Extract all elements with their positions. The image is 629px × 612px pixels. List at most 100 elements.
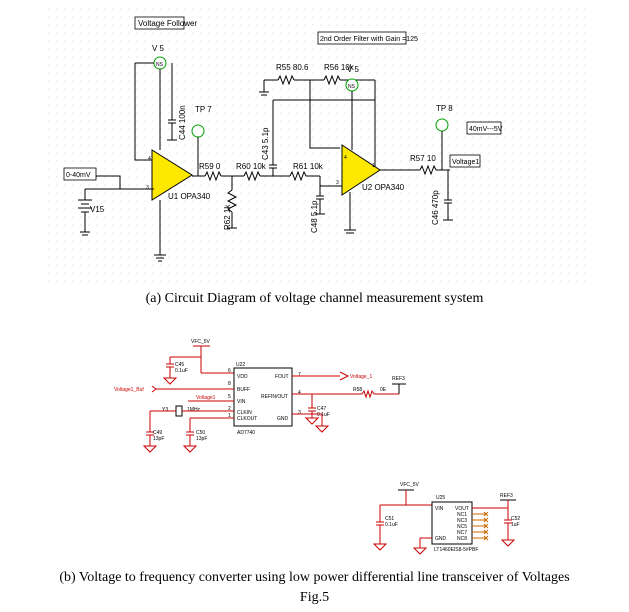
u2-opamp <box>341 144 381 196</box>
pin-num-5: 5 <box>228 394 231 400</box>
v15-label: V15 <box>90 205 105 214</box>
pin-num-3: 3 <box>298 410 301 416</box>
c52-value: 1uF <box>511 522 520 528</box>
ref3-label-a: REF3 <box>392 376 405 382</box>
r55-label: R55 80.6 <box>276 63 309 72</box>
c50-label: C50 <box>196 430 205 436</box>
grid-background <box>47 8 587 286</box>
pin-nc7: NC7 <box>457 530 467 536</box>
c44-label: C44 100n <box>178 105 187 140</box>
voltage1-out-label: Voltage_1 <box>350 374 372 380</box>
crystal-icon <box>175 405 183 417</box>
y3-value: 1MHz <box>187 407 201 413</box>
pin-nc8: NC8 <box>457 536 467 542</box>
c51-label: C51 <box>385 516 394 522</box>
u22-chip <box>233 367 293 427</box>
caption-a: (a) Circuit Diagram of voltage channel m… <box>145 291 484 306</box>
u1-opamp <box>151 149 193 201</box>
voltage1-buf-label: Voltage1_Buf <box>114 387 144 393</box>
circuit-a: Voltage Follower 2nd Order Filter with G… <box>47 8 587 286</box>
ref3-label-b: REF3 <box>500 493 513 499</box>
pin-num-7: 7 <box>298 372 301 378</box>
pin-fout: FOUT <box>275 374 289 380</box>
voltage1-in-label: Voltage1 <box>196 395 216 401</box>
caption-b: (b) Voltage to frequency converter using… <box>59 570 570 585</box>
c45-label: C45 <box>175 362 184 368</box>
voltage-follower-label: Voltage Follower <box>138 19 197 28</box>
c49-label: C49 <box>153 430 162 436</box>
pin-vout: VOUT <box>455 506 469 512</box>
c49-value: 13pF <box>153 436 164 442</box>
u2-label: U2 OPA340 <box>362 183 405 192</box>
v5-label-b: V 5 <box>347 65 360 74</box>
r59-label: R59 0 <box>199 162 221 171</box>
nc-markers <box>472 511 489 541</box>
ground-icon-c47 <box>304 417 320 425</box>
c51-value: 0.1uF <box>385 522 398 528</box>
ground-icon-u25 <box>412 547 428 555</box>
ground-icon-c52 <box>500 539 516 547</box>
ns-label-b: NS <box>348 84 356 90</box>
pin-num-1: 1 <box>228 413 231 419</box>
pin-nc5: NC5 <box>457 524 467 530</box>
c47-label: C47 <box>317 406 326 412</box>
pin-gnd-b: GND <box>435 536 447 542</box>
v5-label-a: V 5 <box>152 44 165 53</box>
input-range-label: 0-40mV <box>66 172 91 179</box>
pin-num-4: 4 <box>298 390 301 396</box>
pin-vin-b: VIN <box>435 506 444 512</box>
pin-num-6: 6 <box>228 368 231 374</box>
tp8-icon <box>435 118 449 132</box>
r58-value: 0E <box>380 387 387 393</box>
filter-title-label: 2nd Order Filter with Gain =125 <box>320 36 418 43</box>
c43-label: C43 5.1p <box>261 127 270 160</box>
vfc5v-label-b: VFC_5V <box>400 482 420 488</box>
ground-icon-u22 <box>314 425 330 433</box>
tp7-icon <box>191 124 205 138</box>
u1-pin3: 3 <box>146 185 149 191</box>
u2-pin4: 4 <box>344 155 347 161</box>
r61-label: R61 10k <box>293 162 324 171</box>
pin-gnd: GND <box>277 416 289 422</box>
pin-buff: BUFF <box>237 387 250 393</box>
vfc5v-label-a: VFC_5V <box>191 339 211 345</box>
ground-icon-c49 <box>142 445 158 453</box>
u22-label: U22 <box>236 362 245 368</box>
u1-pin4: 4 <box>148 156 151 162</box>
c52-label: C52 <box>511 516 520 522</box>
lt1460-label: LT1460EIS8-5#PBF <box>434 547 478 553</box>
u1-label: U1 OPA340 <box>168 192 211 201</box>
tp8-label: TP 8 <box>436 104 453 113</box>
tp7-label: TP 7 <box>195 105 212 114</box>
r58-label: R58 <box>353 387 362 393</box>
pin-vin: VIN <box>237 399 246 405</box>
ground-icon-c45 <box>162 377 178 385</box>
r56-label: R56 10k <box>324 63 355 72</box>
pin-vdd: VDD <box>237 374 248 380</box>
c46-label: C46 470p <box>431 190 440 225</box>
ad7740-label: AD7740 <box>237 430 255 436</box>
r58-resistor <box>361 389 375 399</box>
r62-label: R62 1k <box>223 204 232 230</box>
pin-nc3: NC3 <box>457 518 467 524</box>
filter-title-box <box>317 31 407 45</box>
ground-icon-c51 <box>372 543 388 551</box>
y3-label: Y3 <box>162 407 168 413</box>
r60-label: R60 10k <box>236 162 267 171</box>
u25-label: U25 <box>436 495 445 501</box>
c50-value: 13pF <box>196 436 207 442</box>
c48-label: C48 5.1p <box>310 200 319 233</box>
voltage1-out-arrow <box>339 371 350 381</box>
c47-value: 0.1uF <box>317 412 330 418</box>
pin-num-8: 8 <box>228 381 231 387</box>
u2-pin1: 1 <box>372 163 375 169</box>
ground-icon-c50 <box>182 445 198 453</box>
r57-label: R57 10 <box>410 154 436 163</box>
pin-clkin: CLKIN <box>237 410 252 416</box>
u2-pin3: 3 <box>336 180 339 186</box>
voltage1-label: Voltage1 <box>452 159 479 166</box>
u25-chip <box>431 501 473 545</box>
pin-clkout: CLKOUT <box>237 416 257 422</box>
pin-refin: REFIN/OUT <box>261 394 288 400</box>
